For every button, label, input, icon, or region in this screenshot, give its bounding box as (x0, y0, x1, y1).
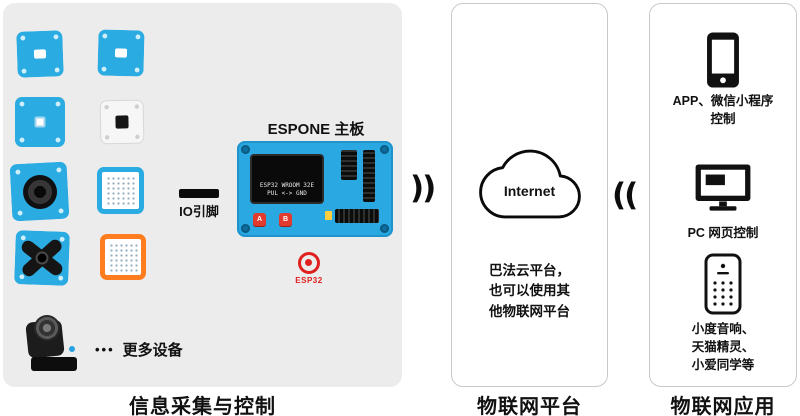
sensor-module-2 (97, 29, 145, 77)
pin-header (341, 150, 357, 180)
button-b-label: B (282, 216, 289, 223)
smart-speaker-icon (650, 253, 796, 315)
wireless-signal-left-icon: )) (410, 170, 436, 206)
caption-acquisition: 信息采集与控制 (129, 396, 276, 416)
monitor-icon (650, 163, 796, 213)
board-screen: ESP32 WROOM 32E PUL <-> GND (250, 154, 324, 204)
sensor-chip (115, 115, 129, 129)
sensor-grid (108, 242, 138, 272)
esp32-logo-text: ESP32 (295, 276, 323, 285)
mount-hole (241, 145, 250, 154)
button-a-label: A (256, 216, 263, 223)
platform-description: 巴法云平台， 也可以使用其 他物联网平台 (489, 263, 570, 319)
esp32-logo: ESP32 (293, 252, 325, 285)
espone-board: ESP32 WROOM 32E PUL <-> GND A B (237, 141, 393, 237)
more-devices: ••• 更多设备 (95, 339, 183, 360)
mount-hole (380, 224, 389, 233)
app-control-label: APP、微信小程序 控制 (672, 94, 774, 127)
button-b: B (279, 213, 292, 226)
io-pin-bar (179, 189, 219, 198)
more-devices-label: 更多设备 (122, 342, 183, 359)
sensor-component (34, 116, 46, 128)
smart-speaker-label: 小度音响、 天猫精灵、 小爱同学等 (691, 322, 755, 373)
iot-platform-panel: Internet 巴法云平台， 也可以使用其 他物联网平台 (451, 3, 608, 387)
internet-label: Internet (503, 183, 556, 199)
sensor-chip (33, 49, 47, 59)
ellipsis-dots: ••• (95, 342, 115, 357)
sensor-chip (114, 48, 128, 58)
pin-header (335, 209, 379, 223)
led-matrix-grid (105, 175, 136, 206)
transparent-sensor-module (99, 99, 145, 145)
board-title: ESPONE 主板 (267, 121, 365, 138)
cloud-outline (478, 149, 581, 219)
speaker-cone (21, 173, 58, 210)
mount-hole (380, 145, 389, 154)
caption-apps: 物联网应用 (670, 396, 776, 416)
pin-header (363, 150, 375, 202)
io-pin-label: IO引脚 (179, 204, 219, 219)
screen-text-line: PUL <-> GND (267, 190, 307, 198)
motor-device (23, 315, 83, 375)
fan-module (14, 230, 70, 286)
speaker-module (9, 161, 70, 222)
iot-apps-panel: APP、微信小程序 控制 PC 网页控制 (649, 3, 797, 387)
sensor-module-1 (16, 30, 64, 78)
esp32-swirl-icon (298, 252, 320, 274)
internet-cloud-icon: Internet (474, 149, 586, 219)
jumper-cap (325, 211, 332, 220)
motor-led (69, 346, 75, 352)
mount-hole (241, 224, 250, 233)
sensor-module-3 (15, 97, 65, 147)
led-matrix-module (97, 167, 144, 214)
button-a: A (253, 213, 266, 226)
pc-control-label: PC 网页控制 (687, 226, 759, 240)
orange-sensor-module (100, 234, 146, 280)
motor-gear (34, 315, 60, 341)
caption-platform: 物联网平台 (477, 396, 582, 416)
motor-base (31, 357, 77, 371)
screen-text-line: ESP32 WROOM 32E (259, 182, 315, 189)
acquisition-control-panel: ••• 更多设备 IO引脚 ESPONE 主板 ESP32 WROOM 32E … (3, 3, 402, 387)
smartphone-icon (650, 31, 796, 89)
wireless-signal-right-icon: (( (612, 177, 638, 213)
